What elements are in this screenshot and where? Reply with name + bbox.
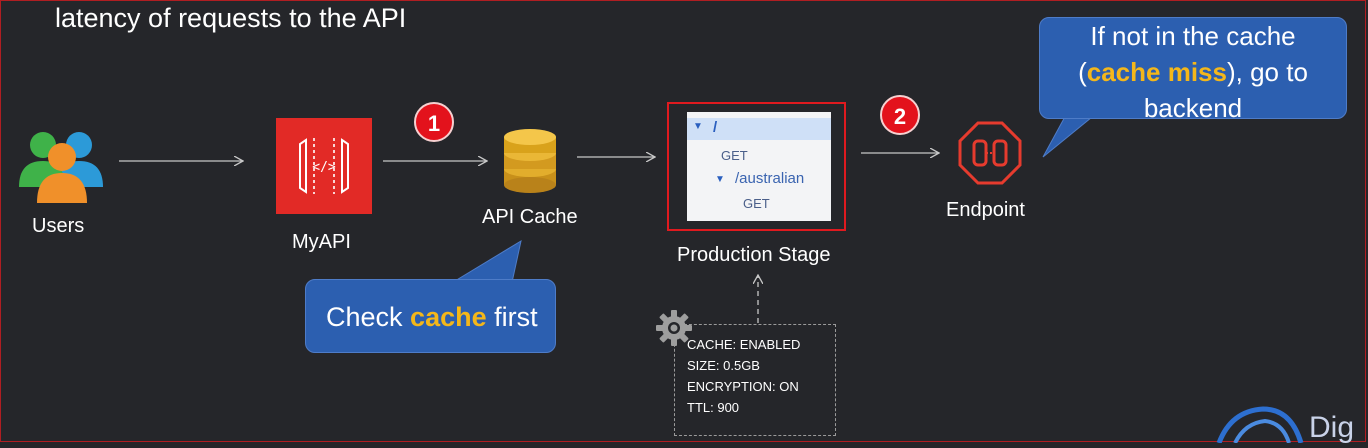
cache-settings-box: CACHE: ENABLED SIZE: 0.5GB ENCRYPTION: O…	[674, 324, 836, 436]
tree-root-method: GET	[721, 148, 748, 163]
cache-miss-line3: backend	[1143, 93, 1243, 123]
brand-text: Dig	[1309, 411, 1355, 444]
cache-setting-encryption: ENCRYPTION: ON	[687, 379, 799, 394]
production-stage-label: Production Stage	[677, 244, 831, 266]
api-gateway-icon: </>	[276, 118, 372, 214]
chevron-down-icon: ▼	[693, 121, 703, 132]
tree-root-path: /	[713, 119, 718, 136]
check-cache-before: Check	[326, 302, 411, 332]
tree-child-path: /australian	[735, 170, 805, 187]
check-cache-after: first	[486, 302, 538, 332]
cache-miss-line1: If not in the cache	[1090, 21, 1296, 51]
chevron-down-icon: ▼	[715, 174, 725, 185]
myapi-label: MyAPI	[292, 231, 351, 253]
users-icon	[13, 127, 107, 205]
check-cache-highlight: cache	[410, 302, 487, 332]
step-badge-2: 2	[880, 95, 920, 135]
api-cache-label: API Cache	[482, 206, 578, 228]
slide-title: latency of requests to the API	[55, 3, 407, 33]
brand-logo-icon	[1201, 403, 1307, 444]
check-cache-text: Check cache first	[326, 302, 538, 333]
database-icon	[501, 127, 559, 195]
svg-text:</>: </>	[312, 160, 336, 175]
users-label: Users	[32, 215, 85, 237]
check-cache-callout: Check cache first	[305, 279, 556, 353]
resource-tree: ▼ / GET ▼ /australian GET	[687, 112, 831, 221]
cache-miss-callout: If not in the cache (cache miss), go to …	[1039, 17, 1347, 123]
cache-setting-ttl: TTL: 900	[687, 400, 740, 415]
cache-miss-highlight: cache miss	[1086, 57, 1227, 87]
step-badge-1: 1	[414, 102, 454, 142]
endpoint-icon	[958, 121, 1022, 185]
production-stage-box: ▼ / GET ▼ /australian GET	[667, 102, 846, 231]
cache-setting-size: SIZE: 0.5GB	[687, 358, 760, 373]
gear-icon	[655, 309, 693, 347]
cache-setting-enabled: CACHE: ENABLED	[687, 337, 801, 352]
tree-root-row	[687, 118, 831, 140]
tree-child-method: GET	[743, 196, 770, 211]
endpoint-label: Endpoint	[946, 199, 1025, 221]
cache-miss-line2: (cache miss), go to	[1078, 57, 1308, 87]
